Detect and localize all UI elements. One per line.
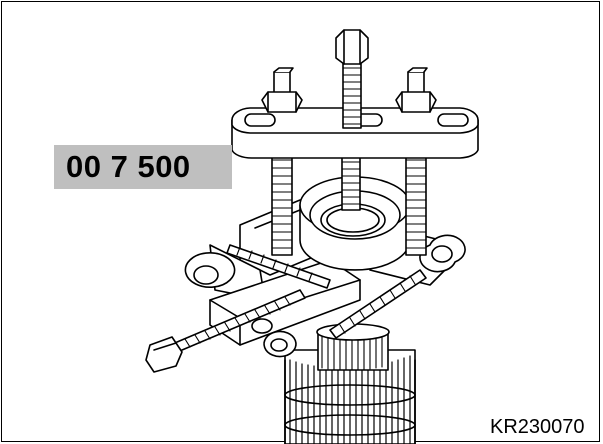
tool-number-label: 00 7 500 bbox=[66, 149, 191, 184]
tool-number-label-box bbox=[54, 145, 232, 189]
center-spindle bbox=[336, 30, 368, 128]
figure-code: KR230070 bbox=[490, 416, 585, 438]
adjusting-nuts bbox=[262, 68, 436, 112]
threaded-spindles bbox=[146, 245, 426, 372]
gear-stack bbox=[285, 324, 415, 444]
puller-legs bbox=[272, 150, 426, 255]
